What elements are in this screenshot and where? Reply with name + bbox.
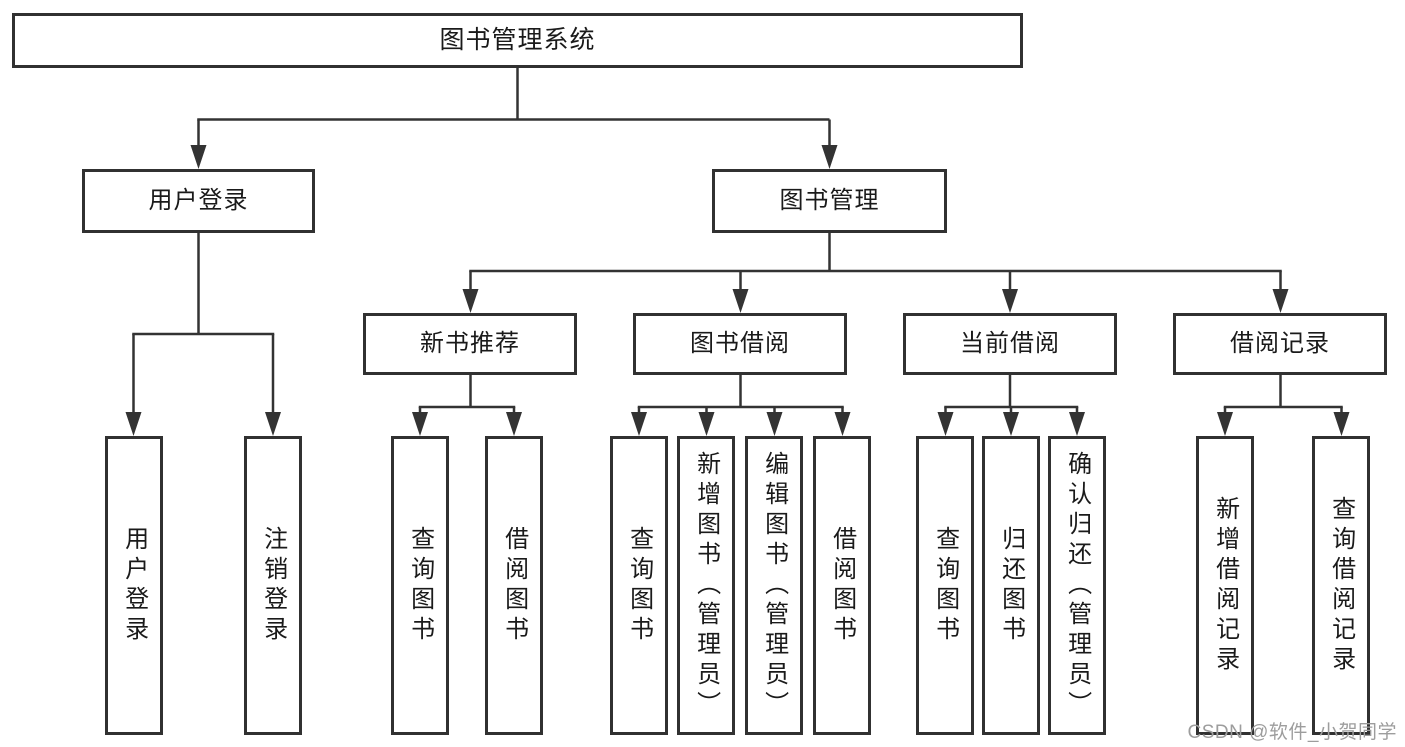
leaf-label: 借阅图书	[828, 525, 856, 646]
leaf-borrow-books-recommend: 借阅图书	[485, 436, 543, 735]
leaf-label: 新增借阅记录	[1211, 495, 1239, 676]
leaf-label: 归还图书	[997, 525, 1025, 646]
node-label: 图书借阅	[690, 330, 790, 357]
leaf-edit-book-admin: 编辑图书（管理员）	[745, 436, 803, 735]
node-user-login: 用户登录	[82, 169, 315, 233]
leaf-label: 查询图书	[625, 525, 653, 646]
leaf-label: 查询图书	[931, 525, 959, 646]
leaf-return-book: 归还图书	[982, 436, 1040, 735]
node-current-borrowing: 当前借阅	[903, 313, 1117, 375]
leaf-user-login: 用户登录	[105, 436, 163, 735]
leaf-label: 查询借阅记录	[1327, 495, 1355, 676]
leaf-label: 查询图书	[406, 525, 434, 646]
node-book-management: 图书管理	[712, 169, 947, 233]
node-label: 图书管理	[779, 187, 880, 214]
node-borrowing-records: 借阅记录	[1173, 313, 1387, 375]
node-label: 当前借阅	[960, 330, 1060, 357]
watermark: CSDN @软件_小贺同学	[1187, 722, 1397, 743]
leaf-label: 新增图书（管理员）	[692, 450, 720, 721]
leaf-confirm-return-admin: 确认归还（管理员）	[1048, 436, 1106, 735]
node-label: 借阅记录	[1230, 330, 1330, 357]
node-book-borrowing: 图书借阅	[633, 313, 847, 375]
node-library-management-system: 图书管理系统	[12, 13, 1023, 68]
leaf-borrow-books-borrowing: 借阅图书	[813, 436, 871, 735]
leaf-query-books-current: 查询图书	[916, 436, 974, 735]
node-label: 用户登录	[148, 187, 249, 214]
leaf-label: 编辑图书（管理员）	[760, 450, 788, 721]
leaf-label: 借阅图书	[500, 525, 528, 646]
node-new-book-recommendation: 新书推荐	[363, 313, 577, 375]
leaf-add-book-admin: 新增图书（管理员）	[677, 436, 735, 735]
leaf-query-borrow-record: 查询借阅记录	[1312, 436, 1370, 735]
leaf-add-borrow-record: 新增借阅记录	[1196, 436, 1254, 735]
leaf-query-books-recommend: 查询图书	[391, 436, 449, 735]
node-label: 新书推荐	[420, 330, 520, 357]
leaf-label: 确认归还（管理员）	[1063, 450, 1091, 721]
node-label: 图书管理系统	[439, 26, 596, 54]
leaf-label: 用户登录	[120, 525, 148, 646]
leaf-logout: 注销登录	[244, 436, 302, 735]
leaf-query-books-borrowing: 查询图书	[610, 436, 668, 735]
leaf-label: 注销登录	[259, 525, 287, 646]
